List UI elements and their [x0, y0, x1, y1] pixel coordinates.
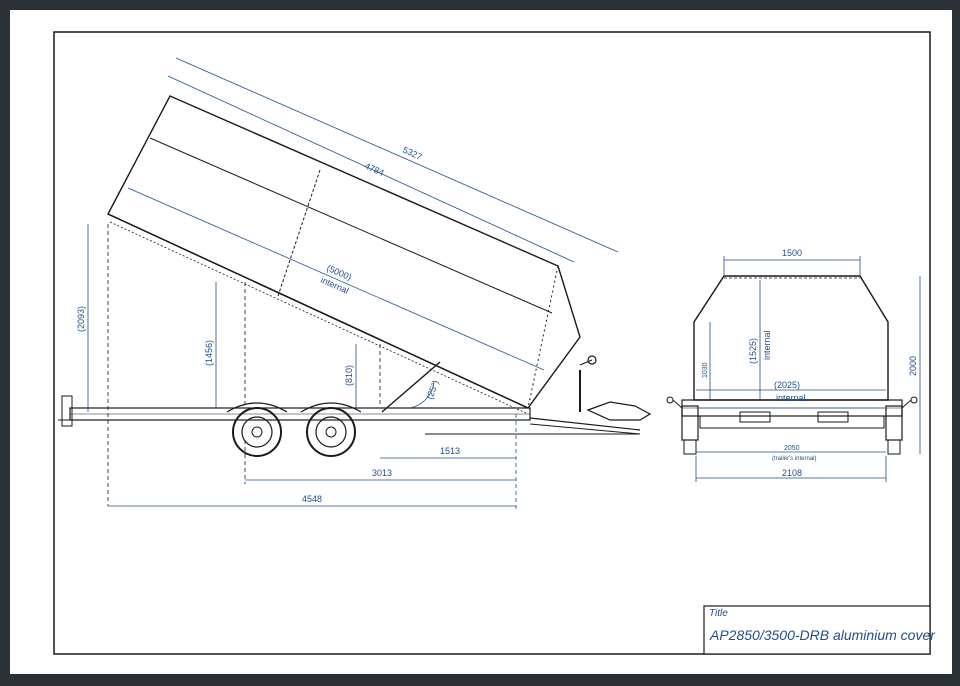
dim-height-total: 2000 [908, 356, 918, 376]
dim-rear-height: (810) [344, 365, 354, 386]
drawing-border [53, 31, 931, 655]
wheel-rear [300, 402, 362, 457]
dim-mid-height: (1456) [204, 340, 214, 366]
technical-drawing: 5327 4784 (5000) internal (2093) (1456) … [53, 31, 936, 655]
dim-overall-width: 2108 [782, 468, 802, 478]
dim-inner-height: (1525) [748, 338, 758, 364]
dim-axle-span: 3013 [372, 468, 392, 478]
dim-cover-length: 4784 [363, 161, 385, 178]
dim-track: 2050 [784, 445, 800, 452]
title-label: Title [709, 608, 728, 619]
tilted-cover [107, 95, 581, 415]
trailer-chassis [58, 355, 652, 435]
dim-front-height: (2093) [76, 306, 86, 332]
dim-inner-width: (2025) [774, 380, 800, 390]
dim-overall-length: 5327 [401, 145, 423, 162]
dim-side-height: 1030 [702, 362, 709, 378]
title-value: AP2850/3500-DRB aluminium cover [709, 627, 936, 643]
drawing-sheet: 5327 4784 (5000) internal (2093) (1456) … [10, 10, 952, 674]
dim-inner-width-label: internal [776, 393, 806, 403]
dim-total-base: 4548 [302, 494, 322, 504]
wheel-front [226, 402, 288, 457]
dim-track-label: (trailer's internal) [772, 456, 817, 462]
dim-axle-to-rear: 1513 [440, 446, 460, 456]
rear-view-dimension-lines [695, 256, 921, 482]
side-view [58, 95, 652, 506]
dim-inner-height-label: internal [762, 330, 772, 360]
title-block: Title AP2850/3500-DRB aluminium cover [703, 605, 936, 655]
dim-top-width: 1500 [782, 248, 802, 258]
dim-tilt-angle: (25°) [424, 379, 440, 401]
side-view-dimension-lines [87, 57, 619, 510]
